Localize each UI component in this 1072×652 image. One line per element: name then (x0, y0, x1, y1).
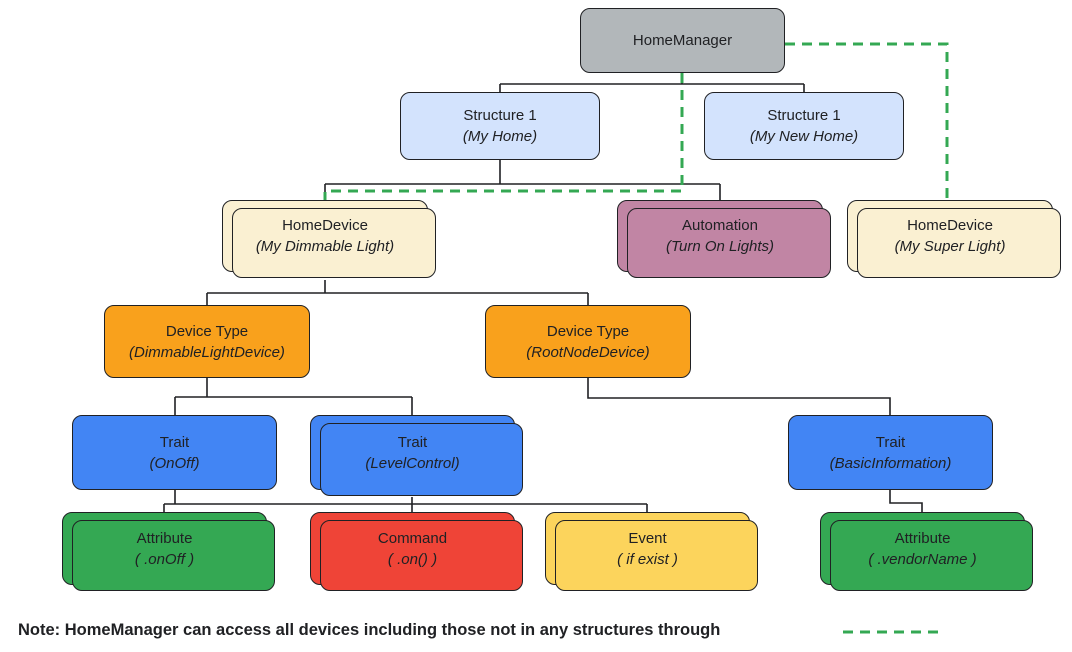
node-title: Event (628, 529, 667, 547)
node-structure-my-home: Structure 1 (My Home) (400, 92, 600, 160)
node-subtitle: (BasicInformation) (829, 454, 952, 472)
node-title: Attribute (136, 529, 193, 547)
node-event-ifexist: Event ( if exist ) (545, 512, 758, 591)
node-attribute-vendorname: Attribute ( .vendorName ) (820, 512, 1033, 591)
node-automation: Automation (Turn On Lights) (617, 200, 831, 278)
node-subtitle: (My New Home) (749, 128, 859, 145)
node-subtitle: (OnOff) (149, 454, 200, 472)
node-device-type-rootnode: Device Type (RootNodeDevice) (485, 305, 691, 378)
node-title: HomeManager (632, 32, 733, 49)
node-title: Trait (875, 433, 906, 451)
node-title: HomeDevice (282, 217, 368, 234)
node-trait-basicinfo: Trait (BasicInformation) (788, 415, 993, 490)
node-subtitle: (Turn On Lights) (665, 238, 775, 255)
node-title: Attribute (894, 529, 951, 547)
node-command-on: Command ( .on() ) (310, 512, 523, 591)
note-text: Note: HomeManager can access all devices… (18, 621, 721, 639)
node-title: Trait (397, 433, 428, 451)
connector-homemanager-structures (499, 73, 805, 93)
node-subtitle: ( .onOff ) (134, 550, 195, 568)
node-home-device-dimmable: HomeDevice (My Dimmable Light) (222, 200, 436, 278)
node-subtitle: (My Super Light) (894, 238, 1006, 255)
node-subtitle: (DimmableLightDevice) (129, 343, 285, 361)
node-title: Command (377, 529, 448, 547)
node-structure-my-new-home: Structure 1 (My New Home) (704, 92, 904, 160)
node-subtitle: (My Dimmable Light) (255, 238, 395, 255)
node-title: Structure 1 (767, 107, 841, 124)
node-attribute-onoff: Attribute ( .onOff ) (62, 512, 275, 591)
connector-structure-children (324, 160, 721, 200)
node-title: Device Type (165, 322, 249, 340)
node-title: HomeDevice (907, 217, 993, 234)
connector-devicetype-traits (174, 378, 413, 415)
dashed-link-dimmable-light (323, 73, 684, 200)
connector-traits-leaves (163, 490, 648, 512)
node-subtitle: (LevelControl) (365, 454, 460, 472)
node-title: Structure 1 (463, 107, 537, 124)
connector-basicinfo-vendorname (889, 490, 923, 512)
node-home-manager: HomeManager (580, 8, 785, 73)
node-subtitle: ( .vendorName ) (868, 550, 977, 568)
node-home-device-super: HomeDevice (My Super Light) (847, 200, 1061, 278)
node-subtitle: ( .on() ) (387, 550, 438, 568)
node-device-type-dimmable: Device Type (DimmableLightDevice) (104, 305, 310, 378)
node-trait-levelcontrol: Trait (LevelControl) (310, 415, 523, 496)
node-subtitle: (My Home) (462, 128, 538, 145)
node-title: Automation (682, 217, 758, 234)
node-title: Device Type (546, 322, 630, 340)
dashed-link-super-light (785, 42, 949, 200)
connector-rootnode-basicinfo (587, 378, 891, 415)
node-subtitle: ( if exist ) (617, 550, 678, 568)
connector-homedevice-devicetypes (206, 280, 589, 305)
node-subtitle: (RootNodeDevice) (526, 343, 650, 361)
node-trait-onoff: Trait (OnOff) (72, 415, 277, 490)
node-title: Trait (159, 433, 190, 451)
